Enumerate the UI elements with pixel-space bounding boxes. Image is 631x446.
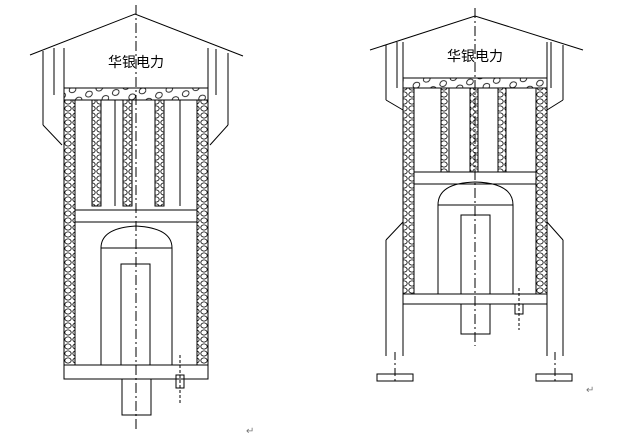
right-foot-right xyxy=(535,373,573,382)
left-roof xyxy=(29,13,244,57)
left-wall-right xyxy=(196,99,209,366)
right-tube-2 xyxy=(469,87,479,173)
left-tube-2 xyxy=(122,99,133,207)
left-tube-1 xyxy=(91,99,102,207)
right-dome xyxy=(437,181,514,294)
right-wall-right xyxy=(535,87,548,295)
right-roof-label: 华银电力 xyxy=(447,49,503,65)
right-foot-left xyxy=(376,373,414,382)
left-wall-left xyxy=(63,99,76,366)
left-tube-3 xyxy=(154,99,165,207)
left-return-mark: ↵ xyxy=(246,426,254,437)
right-unit xyxy=(369,8,584,384)
right-return-mark: ↵ xyxy=(586,385,594,396)
left-roof-label: 华银电力 xyxy=(108,55,164,71)
left-unit xyxy=(29,5,244,432)
right-wall-left xyxy=(402,87,415,295)
right-tube-1 xyxy=(440,87,450,173)
right-tube-3 xyxy=(497,87,507,173)
